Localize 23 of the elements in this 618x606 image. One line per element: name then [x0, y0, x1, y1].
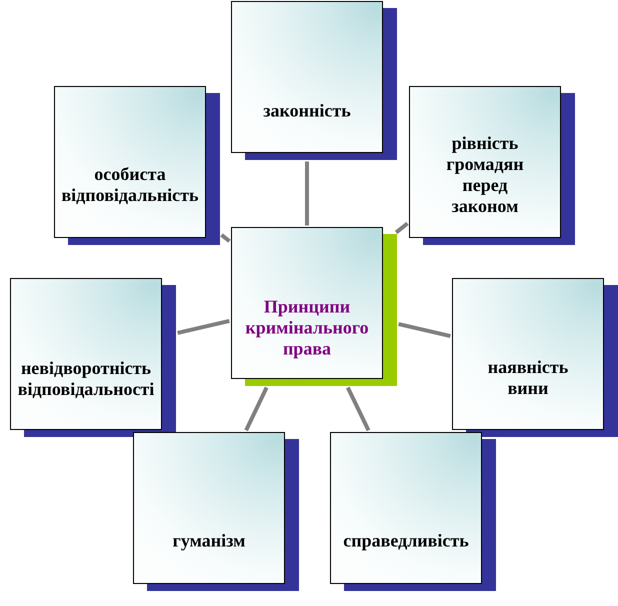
principle-box [452, 278, 604, 430]
principle-box [409, 86, 561, 238]
connector-line [346, 386, 370, 432]
principle-box [330, 432, 482, 584]
principle-box [231, 1, 383, 153]
connector-line [220, 233, 231, 243]
connector-line [398, 322, 451, 338]
connector-line [244, 386, 268, 432]
principle-label: невідворотність відповідальності [18, 358, 154, 400]
principle-label: гуманізм [172, 530, 246, 552]
principle-label: рівність громадян перед законом [446, 133, 524, 217]
connector-line [305, 162, 309, 226]
principle-label: законність [263, 100, 351, 122]
principle-box [133, 432, 285, 584]
central-box [231, 227, 383, 379]
connector-line [394, 222, 409, 234]
principle-label: особиста відповідальність [61, 164, 199, 206]
central-title: Принципи кримінального права [245, 296, 369, 360]
principle-box [54, 86, 206, 238]
principle-label: наявність вини [488, 357, 568, 399]
principle-label: справедливість [343, 530, 469, 552]
principle-box [10, 278, 162, 430]
connector-line [177, 318, 230, 335]
